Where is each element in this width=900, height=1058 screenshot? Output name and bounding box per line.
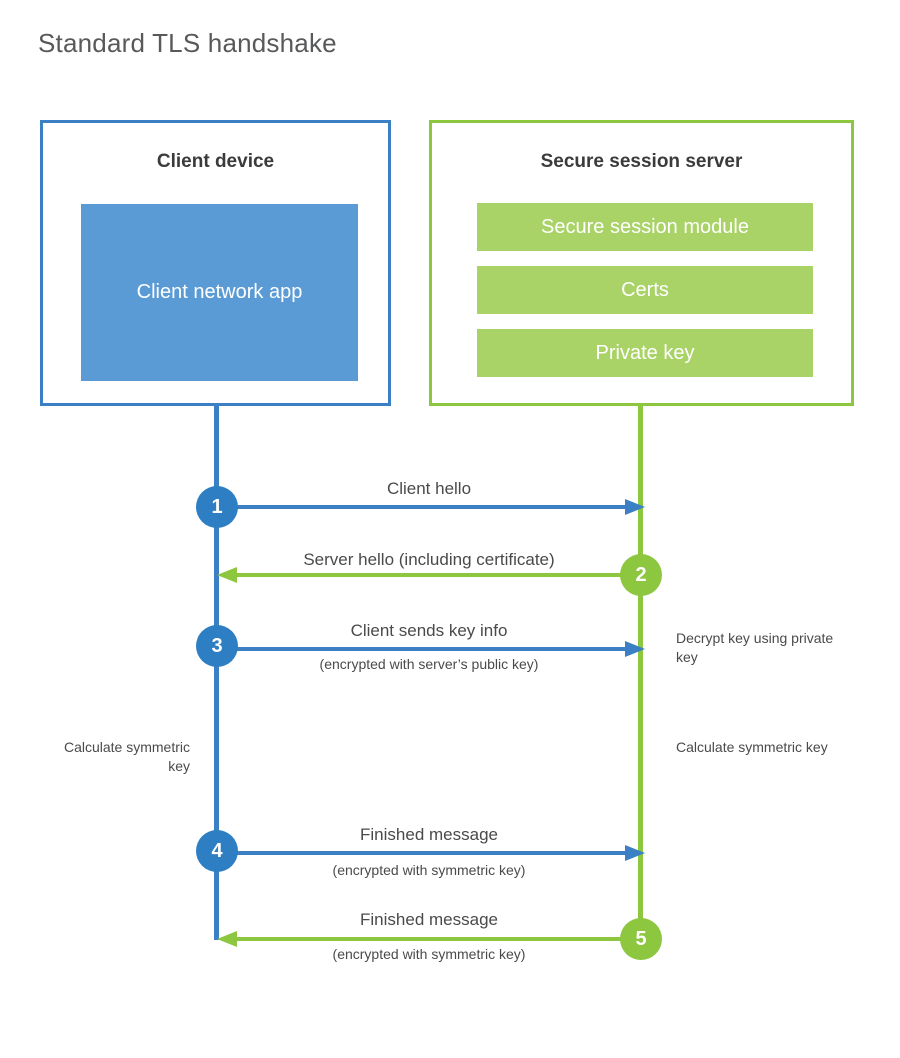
- secure-session-server-box: Secure session server Secure session mod…: [429, 120, 854, 406]
- step-1-label: Client hello: [386, 479, 472, 498]
- note-decrypt-key: Decrypt key using private key: [676, 630, 834, 665]
- step-marker-4: 4: [196, 830, 238, 872]
- server-bar-certs: Certs: [477, 266, 813, 314]
- page-title: Standard TLS handshake: [38, 28, 337, 58]
- step-3-label: Client sends key info: [350, 621, 508, 640]
- step-2-arrow: [217, 567, 645, 583]
- step-5-sublabel: (encrypted with symmetric key): [332, 946, 526, 962]
- note-calculate-symmetric-key-client: Calculate symmetric key: [63, 739, 190, 774]
- client-lifeline: [214, 403, 219, 940]
- client-network-app-block: Client network app: [81, 204, 358, 381]
- server-lifeline: [638, 403, 643, 940]
- step-3-arrow: [217, 641, 645, 657]
- server-bar-private-key: Private key: [477, 329, 813, 377]
- step-2-label: Server hello (including certificate): [303, 550, 555, 569]
- client-device-title: Client device: [156, 151, 275, 172]
- step-4-label: Finished message: [360, 825, 498, 844]
- step-4-arrow: [217, 845, 645, 861]
- step-1-arrow: [217, 499, 645, 515]
- step-marker-2: 2: [620, 554, 662, 596]
- client-device-box: Client device Client network app: [40, 120, 391, 406]
- server-bar-secure-session-module: Secure session module: [477, 203, 813, 251]
- step-marker-3: 3: [196, 625, 238, 667]
- step-5-label: Finished message: [360, 910, 498, 929]
- step-marker-1: 1: [196, 486, 238, 528]
- secure-session-server-title: Secure session server: [540, 151, 743, 172]
- step-5-arrow: [217, 931, 645, 947]
- step-4-sublabel: (encrypted with symmetric key): [332, 862, 526, 878]
- note-calculate-symmetric-key-server: Calculate symmetric key: [676, 739, 828, 755]
- step-marker-5: 5: [620, 918, 662, 960]
- step-3-sublabel: (encrypted with server’s public key): [319, 656, 539, 672]
